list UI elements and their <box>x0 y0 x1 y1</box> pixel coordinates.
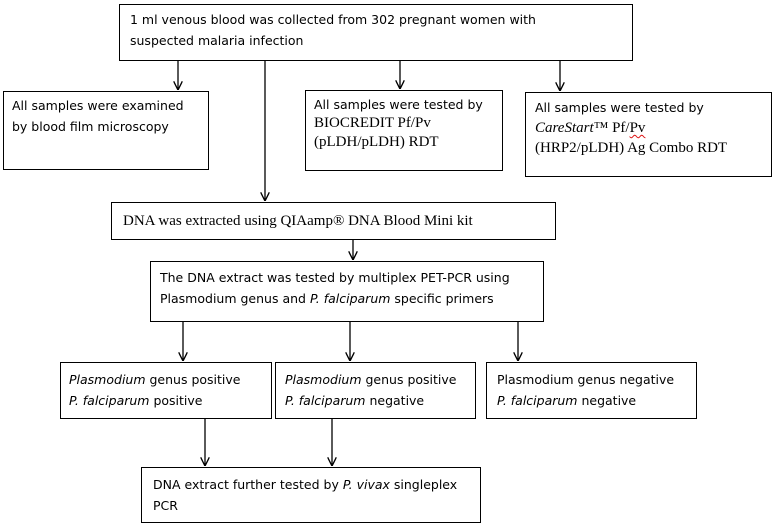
vivax-line-2: PCR <box>153 498 178 513</box>
carestart-line-1: All samples were tested by <box>535 100 704 115</box>
vivax-species: P. vivax <box>342 477 390 492</box>
pos-pos-genus: Plasmodium <box>69 372 146 387</box>
petpcr-falciparum: P. falciparum <box>309 291 391 306</box>
box-dna-extraction: DNA was extracted using QIAamp® DNA Bloo… <box>111 202 556 240</box>
vivax-method: singleplex <box>389 477 458 492</box>
box-result-genus-pos-falciparum-pos: Plasmodium genus positive P. falciparum … <box>60 362 272 419</box>
petpcr-line-2: Plasmodium genus and P. falciparum speci… <box>160 288 543 309</box>
box-result-genus-neg-falciparum-neg: Plasmodium genus negative P. falciparum … <box>486 362 697 419</box>
pos-pos-species-status: positive <box>149 393 203 408</box>
vivax-line-1: DNA extract further tested by P. vivax s… <box>153 474 480 495</box>
carestart-line-2: CareStart™ Pf/Pv <box>535 118 771 138</box>
petpcr-primers: specific primers <box>390 291 494 306</box>
neg-neg-species-status: negative <box>577 393 637 408</box>
neg-neg-line-2: P. falciparum negative <box>497 390 696 411</box>
box-result-genus-pos-falciparum-neg: Plasmodium genus positive P. falciparum … <box>275 362 476 419</box>
pos-pos-species: P. falciparum <box>69 393 150 408</box>
box-microscopy: All samples were examined by blood film … <box>3 91 209 170</box>
pos-pos-line-1: Plasmodium genus positive <box>69 369 271 390</box>
pos-neg-genus-status: genus positive <box>361 372 457 387</box>
collection-line-2: suspected malaria infection <box>130 33 304 48</box>
petpcr-line-1: The DNA extract was tested by multiplex … <box>160 270 510 285</box>
pos-neg-genus: Plasmodium <box>285 372 362 387</box>
box-carestart-rdt: All samples were tested by CareStart™ Pf… <box>525 92 772 177</box>
vivax-lead: DNA extract further tested by <box>153 477 343 492</box>
microscopy-line-1: All samples were examined <box>12 98 184 113</box>
pos-pos-line-2: P. falciparum positive <box>69 390 271 411</box>
carestart-brand: CareStart <box>535 120 594 136</box>
box-biocredit-rdt: All samples were tested by BIOCREDIT Pf/… <box>305 90 503 171</box>
box-blood-collection: 1 ml venous blood was collected from 302… <box>119 4 633 61</box>
biocredit-line-3: (pLDH/pLDH) RDT <box>314 134 439 150</box>
biocredit-line-1: All samples were tested by <box>314 97 483 112</box>
carestart-pf: Pf/ <box>608 120 630 136</box>
petpcr-plasmodium: Plasmodium genus and <box>160 291 310 306</box>
neg-neg-line-1: Plasmodium genus negative <box>497 372 675 387</box>
box-pet-pcr: The DNA extract was tested by multiplex … <box>150 261 544 322</box>
extraction-line-1: DNA was extracted using QIAamp® DNA Bloo… <box>123 213 473 229</box>
pos-neg-species: P. falciparum <box>285 393 366 408</box>
carestart-pv: Pv <box>629 120 646 136</box>
collection-line-1: 1 ml venous blood was collected from 302… <box>130 12 536 27</box>
neg-neg-species: P. falciparum <box>497 393 578 408</box>
microscopy-line-2: by blood film microscopy <box>12 119 169 134</box>
carestart-tm: ™ <box>593 120 609 136</box>
biocredit-line-2: BIOCREDIT Pf/Pv <box>314 115 431 131</box>
pos-neg-line-2: P. falciparum negative <box>285 390 475 411</box>
pos-pos-genus-status: genus positive <box>145 372 241 387</box>
carestart-line-3: (HRP2/pLDH) Ag Combo RDT <box>535 140 728 156</box>
box-vivax-singleplex-pcr: DNA extract further tested by P. vivax s… <box>141 467 481 523</box>
pos-neg-species-status: negative <box>365 393 425 408</box>
pos-neg-line-1: Plasmodium genus positive <box>285 369 475 390</box>
